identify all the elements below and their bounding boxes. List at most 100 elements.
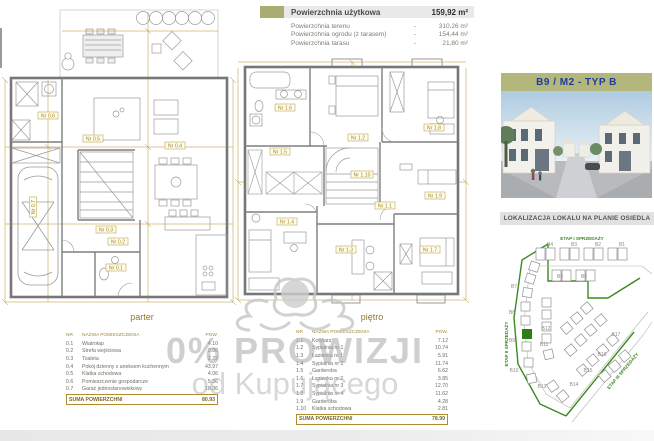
area-row-value: 310,26 m²	[438, 22, 468, 30]
svg-text:Nr 1.6: Nr 1.6	[278, 106, 292, 112]
stairs	[79, 151, 134, 219]
area-row-value: 21,80 m²	[442, 39, 468, 47]
stairs	[325, 147, 379, 205]
svg-text:B4: B4	[547, 242, 553, 248]
inner-walls	[11, 78, 141, 297]
garden-deco	[151, 31, 193, 71]
area-row-label: Powierzchnia terenu	[291, 22, 350, 30]
col-name: NAZWA POMIESZCZENIA	[312, 330, 370, 335]
sum-row: SUMA POWIERZCHNI 78.99	[296, 413, 448, 425]
sum-label: SUMA POWIERZCHNI	[69, 396, 123, 403]
room-labels: Nr 0.1 Nr 0.2 Nr 0.3 Nr 0.4 Nr 0.5 Nr 0.…	[29, 111, 186, 272]
svg-text:B9: B9	[509, 338, 515, 344]
table-header: NR NAZWA POMIESZCZENIA POW.	[296, 328, 448, 337]
svg-text:B1: B1	[619, 242, 625, 248]
unit-type-header: B9 / M2 - TYP B	[501, 73, 652, 91]
room-label: Nr 1.3	[335, 245, 357, 254]
room-label: Nr 1.5	[269, 147, 291, 156]
svg-text:Nr 0.6: Nr 0.6	[41, 114, 55, 120]
svg-text:Nr 1.1: Nr 1.1	[378, 204, 392, 210]
room-label: Nr 1.2	[347, 133, 369, 142]
svg-text:B13: B13	[538, 384, 547, 390]
unit-type-title: B9 / M2 - TYP B	[536, 76, 617, 88]
svg-text:B12: B12	[542, 326, 551, 332]
highlighted-unit-b9	[522, 329, 532, 339]
room-label: Nr 0.6	[37, 111, 59, 120]
area-row-label: Powierzchnia ogrodu (z tarasem)	[291, 31, 387, 39]
area-row-value: 154,44 m²	[438, 31, 468, 39]
terrace-table	[82, 28, 124, 64]
pietro-title: piętro	[360, 312, 384, 322]
svg-text:Nr 1.4: Nr 1.4	[280, 220, 294, 226]
sum-label: SUMA POWIERZCHNI	[299, 416, 353, 423]
svg-text:Nr 1.8: Nr 1.8	[427, 126, 441, 132]
bedroom-1	[328, 75, 379, 117]
location-header: LOKALIZACJA LOKALU NA PLANIE OSIEDLA	[500, 212, 654, 225]
svg-text:B6: B6	[581, 274, 587, 280]
outer-walls	[9, 76, 229, 299]
svg-text:B16: B16	[598, 352, 607, 358]
svg-text:B14: B14	[570, 382, 579, 388]
svg-text:Nr 1.7: Nr 1.7	[423, 248, 437, 254]
svg-text:Nr 1.5: Nr 1.5	[273, 150, 287, 156]
table-header: NR NAZWA POMIESZCZENIA POW.	[66, 331, 218, 340]
room-label: Nr 0.4	[164, 141, 186, 150]
floorplan-parter: Nr 0.1 Nr 0.2 Nr 0.3 Nr 0.4 Nr 0.5 Nr 0.…	[1, 9, 237, 306]
garderoba-right	[399, 163, 457, 185]
room-label: Nr 0.2	[107, 237, 129, 246]
bathroom-bottom	[351, 239, 393, 291]
floorplan-pietro: Nr 1.1 Nr 1.2 Nr 1.3 Nr 1.4 Nr 1.5 Nr 1.…	[234, 58, 470, 304]
area-row: Powierzchnia ogrodu (z tarasem) - 154,44…	[260, 31, 474, 40]
area-row: Powierzchnia tarasu - 21,80 m²	[260, 39, 474, 48]
col-pow: POW.	[205, 333, 218, 338]
room-labels: Nr 1.1 Nr 1.2 Nr 1.3 Nr 1.4 Nr 1.5 Nr 1.…	[269, 103, 446, 254]
area-row-sep: -	[413, 39, 417, 47]
svg-text:B11: B11	[540, 342, 549, 348]
col-name: NAZWA POMIESZCZENIA	[82, 333, 140, 338]
svg-text:Nr 1.10: Nr 1.10	[353, 173, 370, 179]
svg-text:Nr 1.9: Nr 1.9	[428, 194, 442, 200]
site-buildings	[520, 247, 632, 403]
svg-text:Nr 0.7: Nr 0.7	[31, 200, 37, 214]
usable-area-label: Powierzchnia użytkowa	[291, 7, 381, 17]
room-label: Nr 1.7	[419, 245, 441, 254]
area-row-label: Powierzchnia tarasu	[291, 39, 350, 47]
col-nr: NR	[66, 333, 73, 338]
svg-text:B10: B10	[510, 368, 519, 374]
svg-text:B2: B2	[595, 242, 601, 248]
storage-hatch	[11, 81, 61, 164]
svg-text:Nr 0.2: Nr 0.2	[111, 240, 125, 246]
sofa-area	[93, 97, 179, 141]
room-label: Nr 0.3	[95, 225, 117, 234]
garden-trees	[61, 11, 215, 71]
svg-text:Nr 0.4: Nr 0.4	[168, 144, 182, 150]
usable-area-value: 159,92 m²	[431, 7, 468, 17]
svg-text:ETAP I SPRZEDAŻY: ETAP I SPRZEDAŻY	[560, 235, 603, 241]
svg-text:ETAP II SPRZEDAŻY: ETAP II SPRZEDAŻY	[503, 322, 509, 367]
room-label: Nr 0.1	[105, 263, 127, 272]
area-row-sep: -	[413, 22, 417, 30]
toilet-room	[61, 239, 133, 298]
dining-table	[154, 157, 198, 207]
kitchen	[164, 209, 228, 296]
bathroom-top	[249, 71, 307, 127]
bottom-divider	[0, 430, 654, 441]
sum-row: SUMA POWIERZCHNI 80.93	[66, 394, 218, 406]
sum-value: 80.93	[202, 396, 215, 403]
